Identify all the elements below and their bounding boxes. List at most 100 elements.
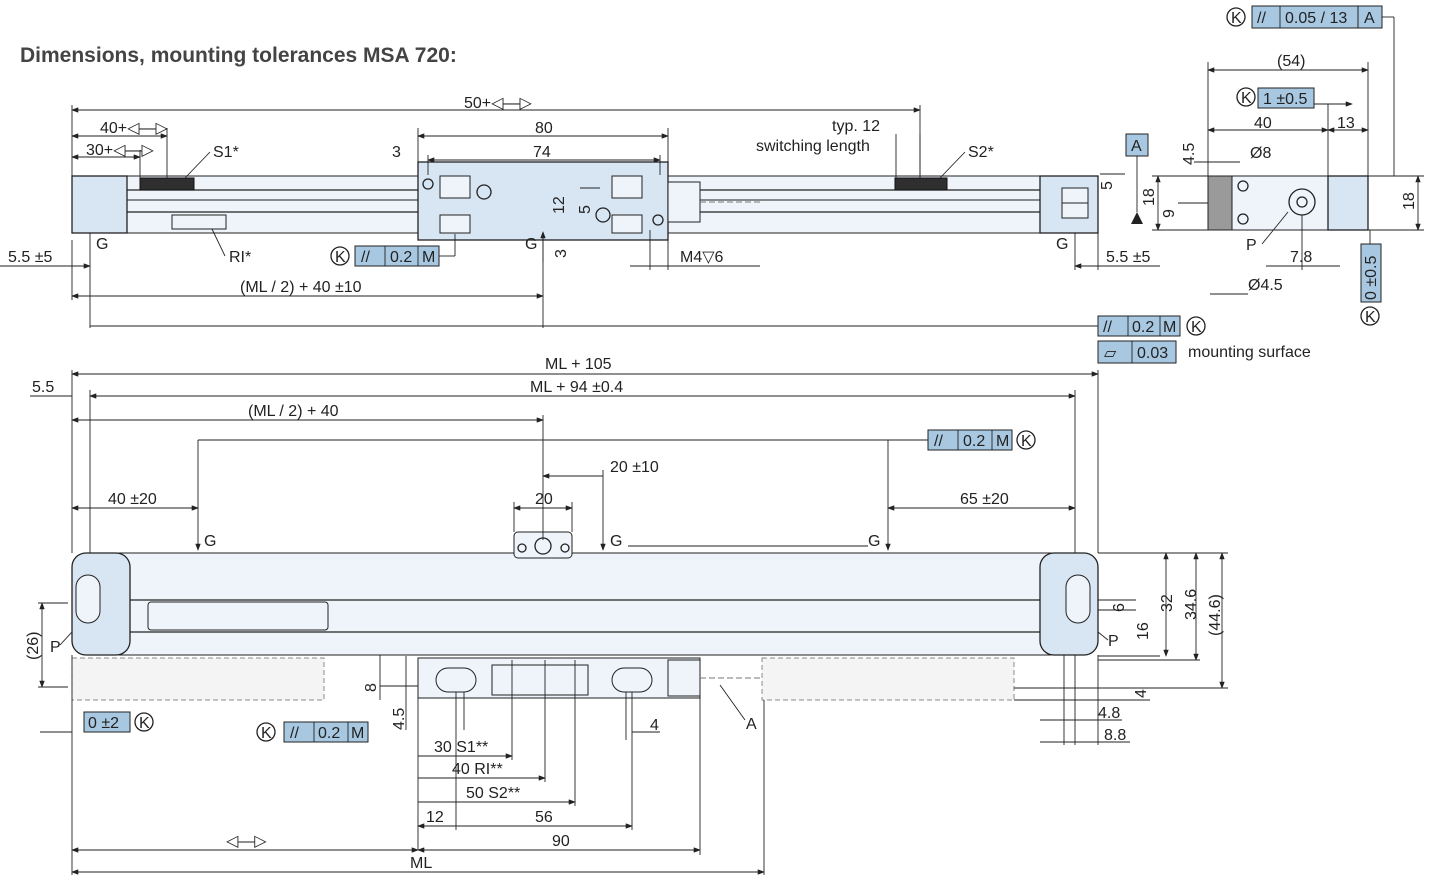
k-label: K: [1241, 90, 1252, 107]
flatness-frame: [1097, 340, 1177, 364]
tol-par-icon: //: [934, 433, 943, 450]
label-s2: S2*: [968, 144, 994, 161]
k-label: K: [139, 715, 150, 732]
tol-m-head: M: [351, 725, 364, 742]
dim-32: 32: [1159, 594, 1176, 612]
tol-02-bottom-a: 0.2: [963, 433, 985, 450]
dim-12: 12: [551, 196, 568, 214]
tolerance-frame-head: [283, 721, 369, 743]
dim-4-head: 4: [650, 717, 659, 734]
dim-5-5-bottom: 5.5: [32, 379, 54, 396]
k-label: K: [1365, 309, 1376, 326]
front-view: A ML + 105 ML + 94 ±0.4 5.5 (ML / 2) + 4…: [25, 356, 1228, 875]
top-view: 50+◁—▷ 40+◁—▷ 30+◁—▷ 80 74 3 typ. 12 swi…: [0, 95, 1311, 364]
tol-m-mount: M: [1163, 319, 1176, 336]
k-symbol-icon: [1016, 430, 1036, 450]
side-dim-d4-5: Ø4.5: [1248, 277, 1283, 294]
dim-ml-105: ML + 105: [545, 356, 612, 373]
label-g-b2: G: [610, 533, 622, 550]
label-g-b3: G: [868, 533, 880, 550]
tol-par-icon: //: [290, 725, 299, 742]
dim-8-8: 8.8: [1104, 727, 1126, 744]
dim-26: (26): [25, 632, 42, 660]
tol-02-top: 0.2: [390, 249, 412, 266]
side-dim-0-05-label: 0 ±0.5: [1363, 256, 1380, 300]
tolerance-frame-mounting: [1097, 315, 1181, 337]
dim-s2: 50 S2**: [466, 785, 520, 802]
label-p-left: P: [50, 639, 61, 656]
dim-40: 40+◁—▷: [100, 120, 168, 137]
label-typ-12: typ. 12: [832, 118, 880, 135]
dim-5a: 5: [1099, 181, 1116, 190]
dim-90: 90: [552, 833, 570, 850]
screw-icon: [595, 207, 611, 223]
dim-34-6: 34.6: [1183, 589, 1200, 620]
side-dim-7-8: 7.8: [1290, 249, 1312, 266]
dim-3a: 3: [392, 144, 401, 161]
switch-magnet-s2: [894, 177, 948, 191]
switch-magnet-s1: [139, 177, 195, 191]
dim-12-head: 12: [426, 809, 444, 826]
dim-8-head: 8: [363, 683, 380, 692]
dim-6: 6: [1111, 603, 1128, 612]
tol-par-icon: //: [1103, 319, 1112, 336]
label-switching-length: switching length: [756, 138, 870, 155]
k-symbol-icon: [1226, 7, 1246, 27]
side-label-p: P: [1246, 237, 1257, 254]
label-g-b1: G: [204, 533, 216, 550]
dim-50: 50+◁—▷: [464, 95, 532, 112]
dim-44-6: (44.6): [1207, 594, 1224, 636]
label-g-3: G: [1056, 236, 1068, 253]
tol-003: 0.03: [1137, 345, 1168, 362]
k-label: K: [1021, 433, 1032, 450]
flatness-icon: ▱: [1104, 345, 1117, 362]
reference-magnet-ri: [171, 214, 227, 230]
tolerance-frame-0-2: [83, 711, 131, 733]
screw-icon: [422, 178, 434, 190]
k-label: K: [335, 249, 346, 266]
dim-80: 80: [535, 120, 553, 137]
dim-ri: 40 RI**: [452, 761, 503, 778]
tol-par-icon: //: [361, 249, 370, 266]
k-symbol-icon: [256, 722, 276, 742]
side-dim-18a: 18: [1141, 188, 1158, 206]
dim-5-5-right: 5.5 ±5: [1106, 249, 1150, 266]
mounting-rail-left: [71, 657, 325, 701]
tol-par-icon: //: [1257, 10, 1266, 27]
dim-s1: 30 S1**: [434, 739, 488, 756]
side-scale: [1327, 175, 1369, 231]
k-symbol-icon: [1360, 306, 1380, 326]
dim-5-5-left: 5.5 ±5: [8, 249, 52, 266]
tol-m-top: M: [422, 249, 435, 266]
side-dim-18b: 18: [1401, 192, 1418, 210]
side-dim-40: 40: [1254, 115, 1272, 132]
side-dim-4-5: 4.5: [1181, 143, 1198, 165]
dim-20: 20: [535, 491, 553, 508]
side-dim-d8: Ø8: [1250, 145, 1271, 162]
label-ri: RI*: [229, 249, 251, 266]
label-mounting-surface: mounting surface: [1188, 344, 1311, 361]
dim-16: 16: [1135, 622, 1152, 640]
dim-4-5-head: 4.5: [391, 708, 408, 730]
dim-74: 74: [533, 144, 551, 161]
dim-4b: 4: [1133, 689, 1150, 698]
label-g-2: G: [525, 236, 537, 253]
label-g-1: G: [96, 236, 108, 253]
tol-0-2: 0 ±2: [88, 715, 119, 732]
tol-1: 1 ±0.5: [1263, 91, 1307, 108]
dim-65-20: 65 ±20: [960, 491, 1009, 508]
k-symbol-icon: [134, 712, 154, 732]
dim-56: 56: [535, 809, 553, 826]
dim-ml: ML: [410, 855, 432, 872]
tol-02-head: 0.2: [318, 725, 340, 742]
k-symbol-icon: [330, 246, 350, 266]
tol-02-mount: 0.2: [1132, 319, 1154, 336]
label-m4: M4▽6: [680, 249, 724, 266]
dim-arrow: ◁—▷: [225, 833, 267, 850]
tol-a-side: A: [1364, 10, 1375, 27]
dim-30: 30+◁—▷: [86, 142, 154, 159]
dim-ml2-bottom: (ML / 2) + 40: [248, 403, 339, 420]
side-dim-13: 13: [1337, 115, 1355, 132]
drawing-title: Dimensions, mounting tolerances MSA 720:: [20, 44, 457, 67]
